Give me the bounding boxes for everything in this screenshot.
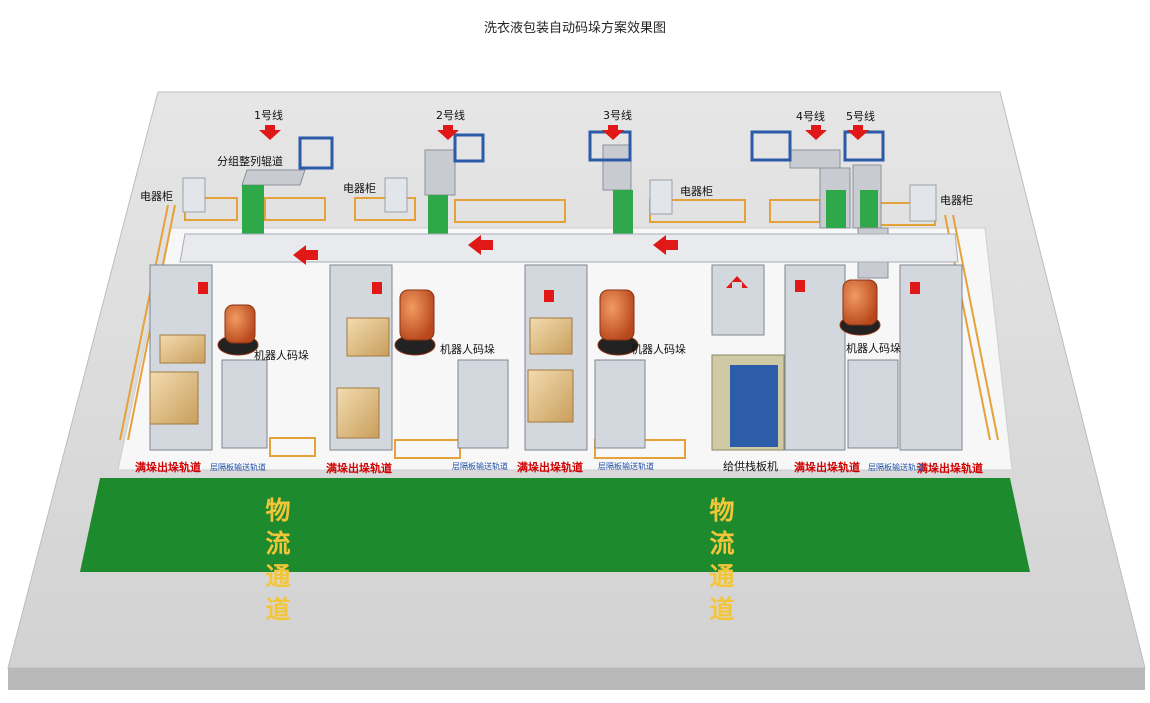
robots — [217, 279, 881, 356]
full-stack-track-label-2: 满垛出垛轨道 — [326, 462, 392, 475]
transfer-conveyor — [179, 233, 959, 263]
cabinet-label-4: 电器柜 — [940, 194, 973, 207]
pallet-feeder-label: 给供栈板机 — [723, 460, 778, 473]
robot-label-1: 机器人码垛 — [254, 349, 309, 362]
separator-track-label-1: 层隔板输送轨道 — [210, 463, 266, 472]
line-5-label: 5号线 — [846, 110, 875, 123]
separator-track-label-3: 层隔板输送轨道 — [598, 462, 654, 471]
pallet-feeder — [711, 354, 785, 451]
full-stack-track-label-1: 满垛出垛轨道 — [135, 461, 201, 474]
cabinet-label-2: 电器柜 — [343, 182, 376, 195]
logistics-channel-label-left: 物流通道 — [262, 497, 291, 629]
flow-arrows — [198, 125, 920, 302]
logistics-channel-label-right: 物流通道 — [706, 497, 735, 629]
full-stack-track-label-4: 满垛出垛轨道 — [794, 461, 860, 474]
separator-track-label-4: 层隔板输送轨道 — [868, 463, 924, 472]
line-4-label: 4号线 — [796, 110, 825, 123]
robot-label-4: 机器人码垛 — [846, 342, 901, 355]
cabinet-label-3: 电器柜 — [680, 185, 713, 198]
page-title: 洗衣液包装自动码垛方案效果图 — [483, 21, 666, 36]
electric-cabinets — [182, 177, 937, 222]
floor-edge — [8, 668, 1145, 690]
separator-track-label-2: 层隔板输送轨道 — [452, 462, 508, 471]
full-stack-track-label-3: 满垛出垛轨道 — [517, 461, 583, 474]
sorting-conveyor-label: 分组整列辊道 — [217, 155, 283, 168]
line-2-label: 2号线 — [436, 109, 465, 122]
robot-label-2: 机器人码垛 — [440, 343, 495, 356]
line-3-label: 3号线 — [603, 109, 632, 122]
logistics-channel — [80, 478, 1030, 572]
carton-stacks — [149, 317, 574, 439]
cabinet-label-1: 电器柜 — [140, 190, 173, 203]
full-stack-track-label-5: 满垛出垛轨道 — [917, 462, 983, 475]
line-1-label: 1号线 — [254, 109, 283, 122]
robot-label-3: 机器人码垛 — [631, 343, 686, 356]
